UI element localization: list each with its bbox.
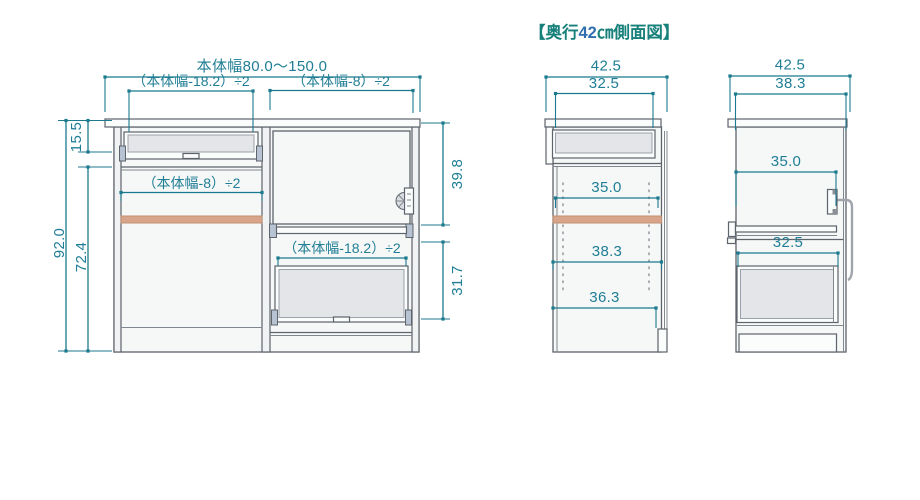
hinge-icon [405,309,412,326]
svg-text:（本体幅-18.2）÷2: （本体幅-18.2）÷2 [132,73,250,89]
counter-top [104,118,421,128]
center-divider-panel [261,126,271,353]
rail-bar [275,226,408,235]
counter-top [727,118,848,128]
top-drawer-box [551,129,656,159]
sliding-shelf-strip [552,215,662,224]
dimension-height-total: 92.0 [51,118,112,353]
svg-text:32.5: 32.5 [773,234,803,251]
sliding-shelf-strip [120,215,263,224]
dimension-top-inner: 38.3 [733,75,848,130]
dimension-total-width: 本体幅80.0～150.0 [103,58,422,112]
tall-door-frame [272,130,411,225]
svg-text:38.3: 38.3 [592,243,622,260]
flip-down-door-side [736,265,839,324]
side-body [552,126,663,353]
hinge-icon [119,145,126,162]
dimension-top-inner: 32.5 [553,75,655,128]
dimension-upper-inner: 35.0 [553,179,660,208]
rail-front-cap [727,221,737,238]
svg-text:38.3: 38.3 [775,75,805,92]
hinge-icon [271,309,278,326]
dimension-top-right-formula: （本体幅-8）÷2 [268,73,415,113]
dimension-lower-inner: 32.5 [736,234,840,267]
svg-text:36.3: 36.3 [589,289,619,306]
slide-rail-side [727,221,838,238]
door-handle [332,316,351,323]
flip-down-door-panel [278,269,405,318]
front-view: 本体幅80.0～150.0 （本体幅-18.2）÷2 （本体幅-8）÷2 （本体… [51,58,466,353]
svg-text:15.5: 15.5 [68,122,85,152]
kick-base [738,333,838,353]
hinge-icon [256,145,263,162]
flip-up-door [119,131,263,162]
svg-text:本体幅80.0～150.0: 本体幅80.0～150.0 [197,58,328,75]
svg-text:（本体幅-8）÷2: （本体幅-8）÷2 [143,175,241,191]
dimension-upper-inner: 35.0 [734,153,838,206]
power-cord [837,198,854,282]
dimension-depth-total: 42.5 [728,57,852,112]
dimension-height-lower: 72.4 [73,165,112,353]
slide-rail [269,223,414,238]
dimension-left-inner-formula: （本体幅-8）÷2 [119,175,264,201]
dimension-depth-total: 42.5 [544,58,669,112]
back-base-notch [657,328,668,353]
svg-text:39.8: 39.8 [449,159,466,189]
rail-cap [269,223,277,238]
handle-plate [826,188,838,215]
latch-plate [403,187,415,215]
svg-text:（本体幅-18.2）÷2: （本体幅-18.2）÷2 [283,240,401,256]
svg-text:35.0: 35.0 [591,179,621,196]
svg-text:（本体幅-8）÷2: （本体幅-8）÷2 [292,73,390,89]
svg-text:42.5: 42.5 [591,58,621,75]
svg-text:42.5: 42.5 [775,57,805,74]
flip-down-door [271,265,412,326]
dimension-right-upper: 39.8 [421,121,466,227]
diagram-title: 【奥行42㎝側面図】 [529,22,679,42]
dimension-middle-inner: 38.3 [551,243,664,270]
front-step [726,237,737,245]
dimension-height-top-opening: 15.5 [68,118,112,154]
svg-text:35.0: 35.0 [771,153,801,170]
top-box-panel [555,132,653,154]
dimension-bottom-inner: 36.3 [551,289,658,328]
svg-text:92.0: 92.0 [51,228,68,258]
side-view-door: 42.5 38.3 35.0 32.5 [726,57,854,353]
dimension-right-lower: 31.7 [421,240,466,321]
dimension-right-inner-formula: （本体幅-18.2）÷2 [276,240,408,266]
svg-text:31.7: 31.7 [449,265,466,295]
flip-up-door-panel [127,134,255,153]
svg-text:32.5: 32.5 [589,75,619,92]
door-handle [182,152,200,160]
door-side-handle [826,188,838,215]
side-view-open: 42.5 32.5 35.0 38.3 36.3 [544,58,669,353]
rail-bar [734,225,838,233]
dimension-top-left-formula: （本体幅-18.2）÷2 [127,73,255,132]
right-side-panel [411,126,420,353]
counter-top [544,118,662,128]
svg-text:72.4: 72.4 [73,242,90,272]
door-panel [740,269,834,319]
tall-door [272,130,415,225]
